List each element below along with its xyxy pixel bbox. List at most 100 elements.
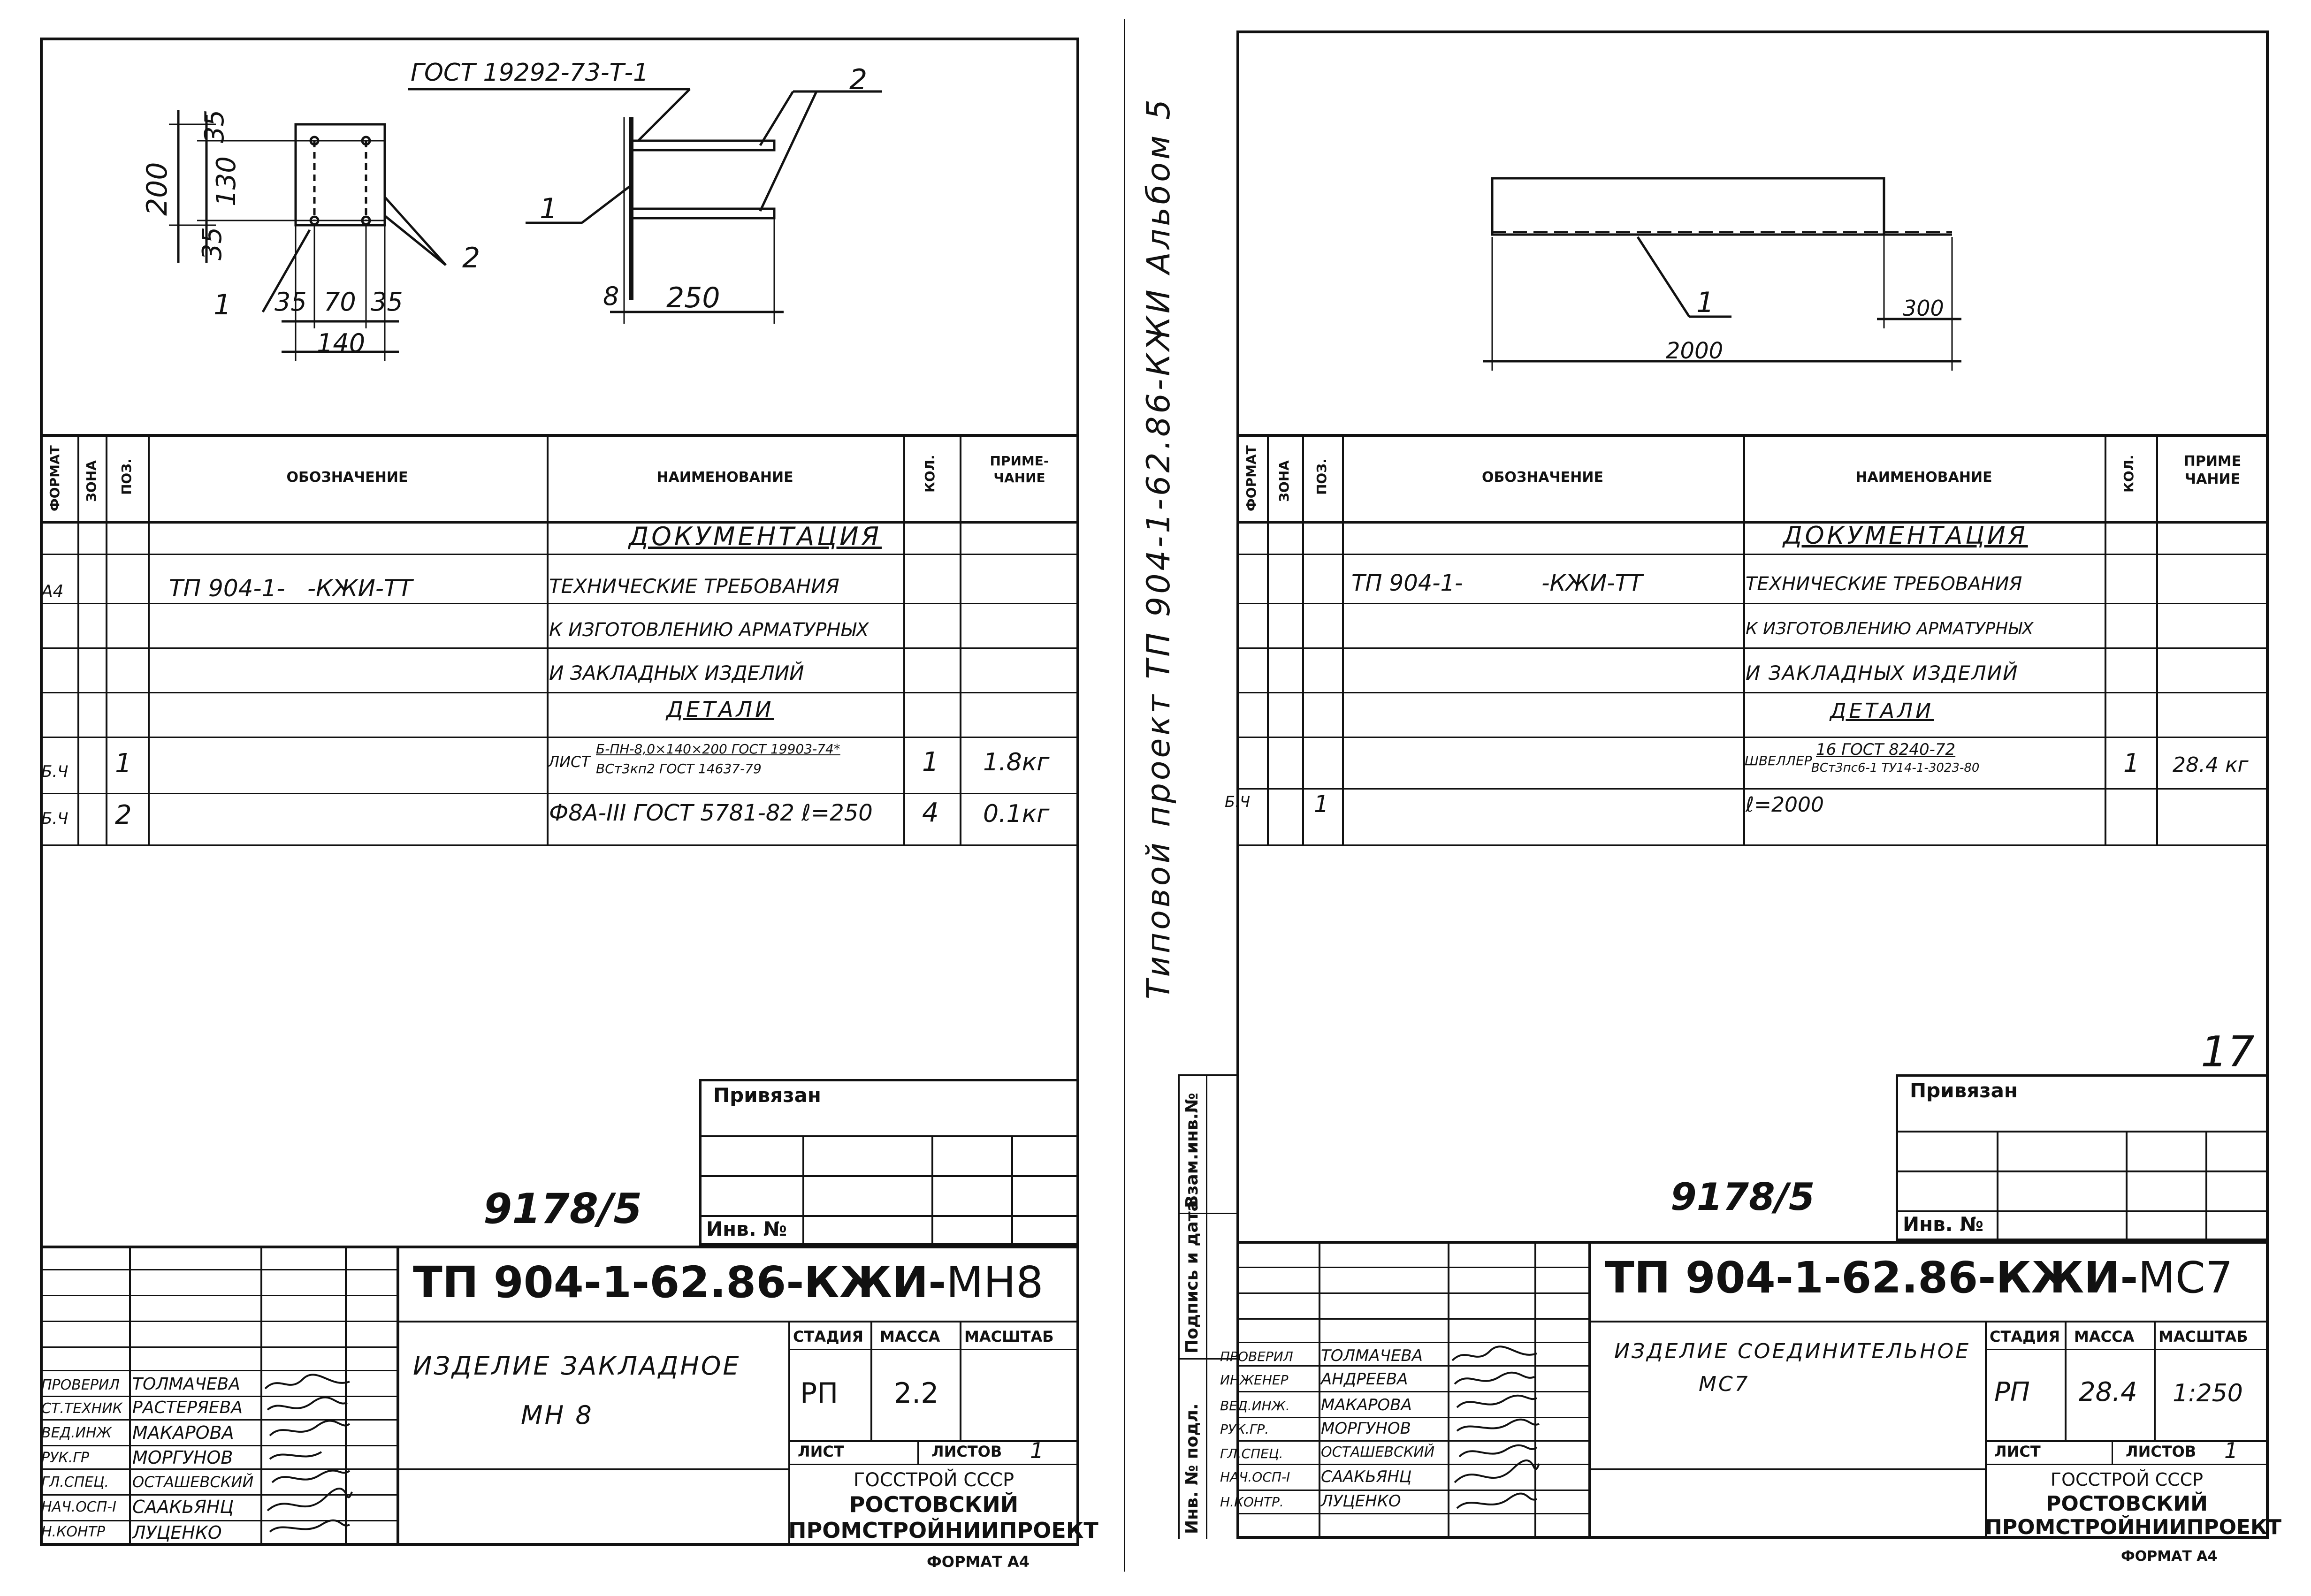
right-staff-role-6: Н.КОНТР. xyxy=(1220,1494,1284,1510)
left-row2-name: К ИЗГОТОВЛЕНИЮ АРМАТУРНЫХ xyxy=(549,619,869,641)
right-staff-name-3: МОРГУНОВ xyxy=(1321,1419,1411,1438)
left-header-bottom xyxy=(40,521,1079,524)
right-doc-code-main: ТП 904-1-62.86-КЖИ- xyxy=(1605,1253,2138,1303)
left-staff-name-0: ТОЛМАЧЕВА xyxy=(132,1375,240,1394)
left-row5-format: Б.Ч xyxy=(41,762,69,781)
left-row5-name-bottom: ВСт3кп2 ГОСТ 14637-79 xyxy=(596,761,762,776)
hdr-note-r: ПРИМЕ ЧАНИЕ xyxy=(2183,453,2242,487)
hdr-designation: ОБОЗНАЧЕНИЕ xyxy=(286,469,408,486)
right-staff-name-2: МАКАРОВА xyxy=(1321,1396,1412,1414)
dim-70: 70 xyxy=(324,287,356,317)
hdr-name: НАИМЕНОВАНИЕ xyxy=(656,469,793,486)
left-doc-code: ТП 904-1-62.86-КЖИ-МН8 xyxy=(413,1257,1043,1307)
left-row1-name: ТЕХНИЧЕСКИЕ ТРЕБОВАНИЯ xyxy=(549,575,839,598)
stamp-vzam: Взам.инв.№ xyxy=(1182,1093,1202,1208)
hdr-qty-r: КОЛ. xyxy=(2121,455,2136,493)
left-doc-code-suffix: МН8 xyxy=(946,1257,1044,1307)
right-sheet-frame xyxy=(1236,30,2269,1539)
left-scale-label: МАСШТАБ xyxy=(964,1328,1054,1345)
stamp-podpis: Подпись и дата xyxy=(1182,1200,1202,1353)
hdr-pos: ПОЗ. xyxy=(119,458,134,495)
pos2-label-front: 2 xyxy=(462,242,481,274)
hdr-zone: ЗОНА xyxy=(84,460,99,502)
right-staff-name-4: ОСТАШЕВСКИЙ xyxy=(1321,1444,1435,1460)
right-staff-name-0: ТОЛМАЧЕВА xyxy=(1321,1346,1423,1365)
right-sheets-value: 1 xyxy=(2224,1438,2238,1463)
left-row6-note: 0.1кг xyxy=(983,800,1050,828)
right-sheets-label: ЛИСТОВ xyxy=(2126,1443,2197,1460)
hdr-format: ФОРМАТ xyxy=(47,445,62,511)
left-row5-name-top: Б-ПН-8,0×140×200 ГОСТ 19903-74* xyxy=(596,741,840,757)
left-title-line1: ИЗДЕЛИЕ ЗАКЛАДНОЕ xyxy=(413,1351,741,1381)
left-org3: ПРОМСТРОЙНИИПРОЕКТ xyxy=(788,1518,1098,1543)
left-row1-designation: ТП 904-1- -КЖИ-ТТ xyxy=(169,575,412,602)
right-signatures xyxy=(1451,1345,1540,1509)
left-staff-role-1: СТ.ТЕХНИК xyxy=(41,1400,122,1417)
hdr-format-r: ФОРМАТ xyxy=(1243,445,1259,511)
right-doc-code-suffix: МС7 xyxy=(2138,1253,2233,1303)
dim-2000: 2000 xyxy=(1666,338,1724,364)
right-row6-name: ℓ=2000 xyxy=(1746,793,1824,817)
right-row6-format: Б.Ч xyxy=(1225,793,1251,811)
left-staff-name-4: ОСТАШЕВСКИЙ xyxy=(132,1473,254,1491)
right-staff-role-2: ВЕД.ИНЖ. xyxy=(1220,1398,1290,1414)
right-stage-value: РП xyxy=(1994,1377,2030,1407)
right-staff-name-5: СААКЬЯНЦ xyxy=(1321,1467,1412,1486)
right-row3-name: И ЗАКЛАДНЫХ ИЗДЕЛИЙ xyxy=(1746,661,2019,684)
right-privyazan-block xyxy=(1896,1074,2269,1241)
left-staff-name-6: ЛУЦЕНКО xyxy=(132,1522,222,1543)
left-privyazan-block xyxy=(699,1079,1079,1246)
right-title-line1: ИЗДЕЛИЕ СОЕДИНИТЕЛЬНОЕ xyxy=(1614,1339,1970,1363)
right-mass-label: МАССА xyxy=(2074,1328,2135,1345)
left-row6-pos: 2 xyxy=(115,800,132,830)
dim-8: 8 xyxy=(603,281,619,311)
left-album-number: 9178/5 xyxy=(483,1185,642,1233)
right-row-doc-heading: ДОКУМЕНТАЦИЯ xyxy=(1783,522,2028,550)
left-inv-label: Инв. № xyxy=(706,1217,787,1240)
right-org1: ГОССТРОЙ СССР xyxy=(2050,1469,2204,1490)
right-staff-role-1: ИНЖЕНЕР xyxy=(1220,1372,1289,1388)
left-table-top xyxy=(40,434,1079,437)
left-staff-role-6: Н.КОНТР xyxy=(41,1524,105,1540)
right-scale-value: 1:250 xyxy=(2173,1379,2243,1407)
left-org2: РОСТОВСКИЙ xyxy=(849,1492,1019,1517)
right-format-footer: ФОРМАТ А4 xyxy=(2121,1548,2218,1565)
page-number: 17 xyxy=(2201,1027,2255,1077)
right-mass-value: 28.4 xyxy=(2079,1377,2137,1407)
hdr-zone-r: ЗОНА xyxy=(1276,460,1292,502)
hdr-note: ПРИМЕ- ЧАНИЕ xyxy=(990,453,1049,486)
hdr-qty: КОЛ. xyxy=(922,455,938,493)
left-org1: ГОССТРОЙ СССР xyxy=(853,1469,1014,1491)
right-row5-note: 28.4 кг xyxy=(2173,753,2249,777)
left-row1-format: А4 xyxy=(41,582,64,601)
right-staff-name-6: ЛУЦЕНКО xyxy=(1321,1492,1401,1511)
left-staff-name-2: МАКАРОВА xyxy=(132,1422,234,1443)
left-sheet-frame xyxy=(40,38,1079,1546)
spine-divider xyxy=(1124,19,1125,1572)
left-doc-code-main: ТП 904-1-62.86-КЖИ- xyxy=(413,1257,946,1307)
left-row3-name: И ЗАКЛАДНЫХ ИЗДЕЛИЙ xyxy=(549,661,804,684)
left-stage-value: РП xyxy=(800,1377,839,1410)
right-staff-role-4: ГЛ.СПЕЦ. xyxy=(1220,1446,1283,1461)
right-sheet-label: ЛИСТ xyxy=(1994,1443,2041,1460)
right-row5-name-prefix: ШВЕЛЛЕР xyxy=(1745,753,1812,768)
right-row1-designation: ТП 904-1- -КЖИ-ТТ xyxy=(1351,570,1643,596)
right-row5-name-top: 16 ГОСТ 8240-72 xyxy=(1816,740,1956,759)
right-stage-label: СТАДИЯ xyxy=(1990,1328,2060,1345)
left-staff-name-3: МОРГУНОВ xyxy=(132,1447,233,1468)
left-staff-role-0: ПРОВЕРИЛ xyxy=(41,1377,120,1393)
right-row5-name-bottom: ВСт3пс6-1 ТУ14-1-3023-80 xyxy=(1811,761,1980,775)
left-staff-name-5: СААКЬЯНЦ xyxy=(132,1497,234,1517)
hdr-name-r: НАИМЕНОВАНИЕ xyxy=(1855,469,1992,486)
stamp-inv-podl: Инв. № подл. xyxy=(1182,1403,1202,1534)
pos1-label-side: 1 xyxy=(540,192,558,225)
right-org2: РОСТОВСКИЙ xyxy=(2046,1492,2208,1516)
left-staff-role-3: РУК.ГР xyxy=(41,1450,90,1466)
right-scale-label: МАСШТАБ xyxy=(2158,1328,2248,1345)
right-staff-name-1: АНДРЕЕВА xyxy=(1321,1370,1408,1389)
right-row5-qty: 1 xyxy=(2123,748,2140,778)
right-row1-name: ТЕХНИЧЕСКИЕ ТРЕБОВАНИЯ xyxy=(1746,573,2022,595)
dim-250: 250 xyxy=(666,281,720,314)
left-row5-qty: 1 xyxy=(922,747,939,777)
left-staff-role-5: НАЧ.ОСП-I xyxy=(41,1499,116,1515)
